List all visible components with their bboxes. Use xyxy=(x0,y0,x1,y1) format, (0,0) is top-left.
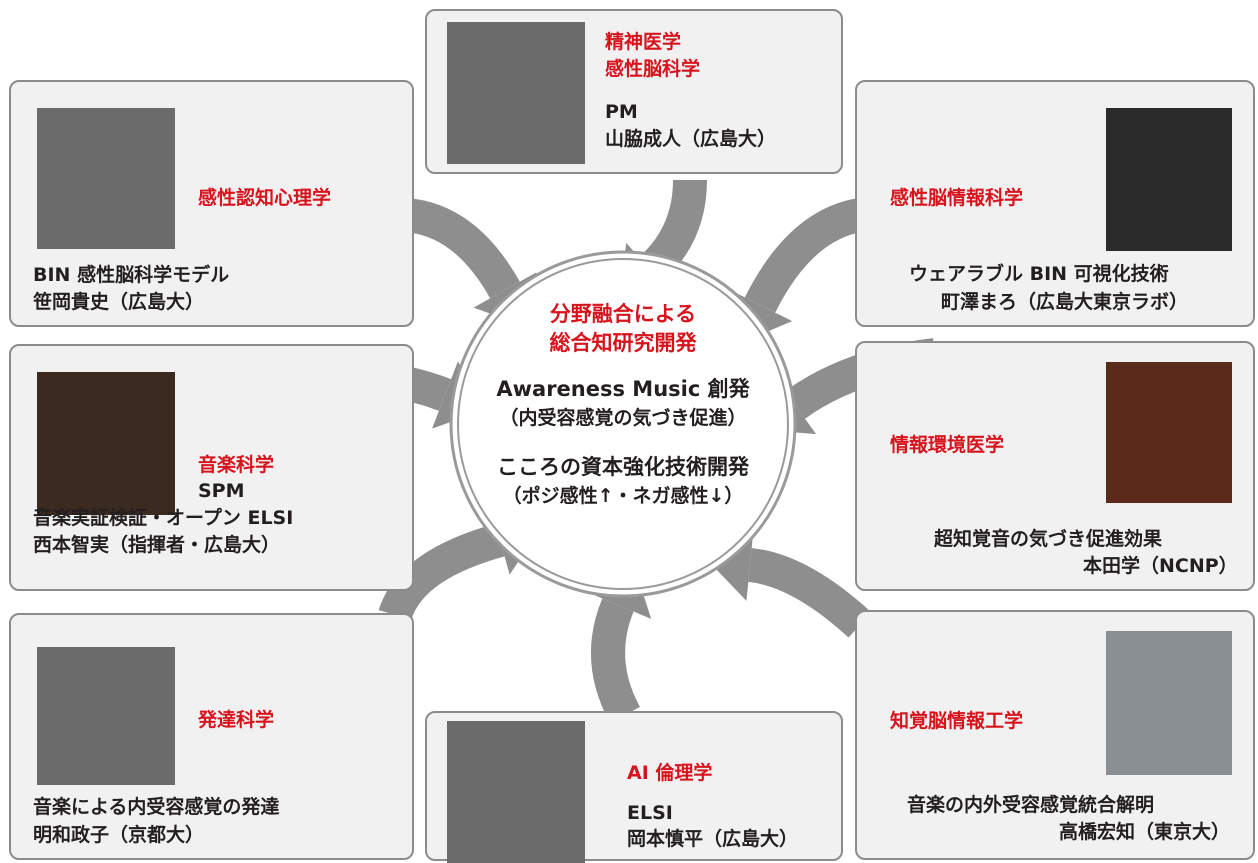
portrait-photo xyxy=(447,721,585,863)
member-card-top: 精神医学 感性脳科学 PM 山脇成人（広島大） xyxy=(425,9,843,174)
member-card-top-right: 感性脳情報科学 ウェアラブル BIN 可視化技術 町澤まろ（広島大東京ラボ） xyxy=(855,80,1255,327)
role-label: SPM xyxy=(198,480,245,502)
field-label: 精神医学 xyxy=(605,31,682,53)
center-heading-line2: 総合知研究開発 xyxy=(549,331,697,355)
member-card-bottom: AI 倫理学 ELSI 岡本慎平（広島大） xyxy=(425,711,843,863)
member-card-top-left: 感性認知心理学 BIN 感性脳科学モデル 笹岡貴史（広島大） xyxy=(9,80,414,327)
member-name: 笹岡貴史（広島大） xyxy=(33,291,205,313)
research-topic: ウェアラブル BIN 可視化技術 xyxy=(909,263,1169,285)
member-name: 岡本慎平（広島大） xyxy=(627,828,799,850)
role-label: PM xyxy=(605,101,638,123)
research-topic: 超知覚音の気づき促進効果 xyxy=(934,528,1163,550)
field-label-line2: 感性脳科学 xyxy=(605,58,701,80)
research-topic: 音楽による内受容感覚の発達 xyxy=(33,796,280,818)
member-name: 山脇成人（広島大） xyxy=(605,128,777,150)
field-label: 知覚脳情報工学 xyxy=(890,710,1024,732)
portrait-photo xyxy=(1106,108,1232,251)
awareness-music-label: Awareness Music 創発 xyxy=(496,377,750,401)
field-label: 感性認知心理学 xyxy=(198,187,332,209)
center-heading: 分野融合による 総合知研究開発 xyxy=(423,300,823,358)
research-topic: 音楽の内外受容感覚統合解明 xyxy=(907,794,1155,816)
member-name: 西本智実（指揮者・広島大） xyxy=(33,534,281,556)
mental-capital-sub: （ポジ感性↑・ネガ感性↓） xyxy=(502,485,744,507)
member-name: 明和政子（京都大） xyxy=(33,824,205,846)
member-card-middle-right: 情報環境医学 超知覚音の気づき促進効果 本田学（NCNP） xyxy=(855,341,1255,591)
center-heading-line1: 分野融合による xyxy=(549,302,697,326)
portrait-photo xyxy=(1106,362,1232,503)
member-card-bottom-left: 発達科学 音楽による内受容感覚の発達 明和政子（京都大） xyxy=(9,613,414,860)
center-circle-inner xyxy=(457,258,789,590)
mental-capital-label: こころの資本強化技術開発 xyxy=(497,455,749,479)
field-label: 情報環境医学 xyxy=(890,434,1005,456)
field-label: 感性脳情報科学 xyxy=(890,187,1024,209)
awareness-music-sub: （内受容感覚の気づき促進） xyxy=(499,407,747,429)
portrait-photo xyxy=(37,647,175,785)
member-name: 本田学（NCNP） xyxy=(1083,555,1238,577)
research-topic: BIN 感性脳科学モデル xyxy=(33,264,230,286)
member-name: 町澤まろ（広島大東京ラボ） xyxy=(941,291,1189,313)
field-label: 発達科学 xyxy=(198,709,275,731)
portrait-photo xyxy=(447,22,585,164)
portrait-photo xyxy=(1106,631,1232,775)
role-label: ELSI xyxy=(627,802,673,824)
member-name: 高橋宏知（東京大） xyxy=(1059,821,1231,843)
portrait-photo xyxy=(37,108,175,249)
field-label: AI 倫理学 xyxy=(627,762,713,784)
research-topic: 音楽実証検証・オープン ELSI xyxy=(33,507,294,529)
field-label: 音楽科学 xyxy=(198,454,275,476)
conductor-photo xyxy=(37,372,175,515)
member-card-middle-left: 音楽科学 SPM 音楽実証検証・オープン ELSI 西本智実（指揮者・広島大） xyxy=(9,344,414,591)
member-card-bottom-right: 知覚脳情報工学 音楽の内外受容感覚統合解明 高橋宏知（東京大） xyxy=(855,610,1255,860)
center-circle-outer xyxy=(449,250,797,598)
